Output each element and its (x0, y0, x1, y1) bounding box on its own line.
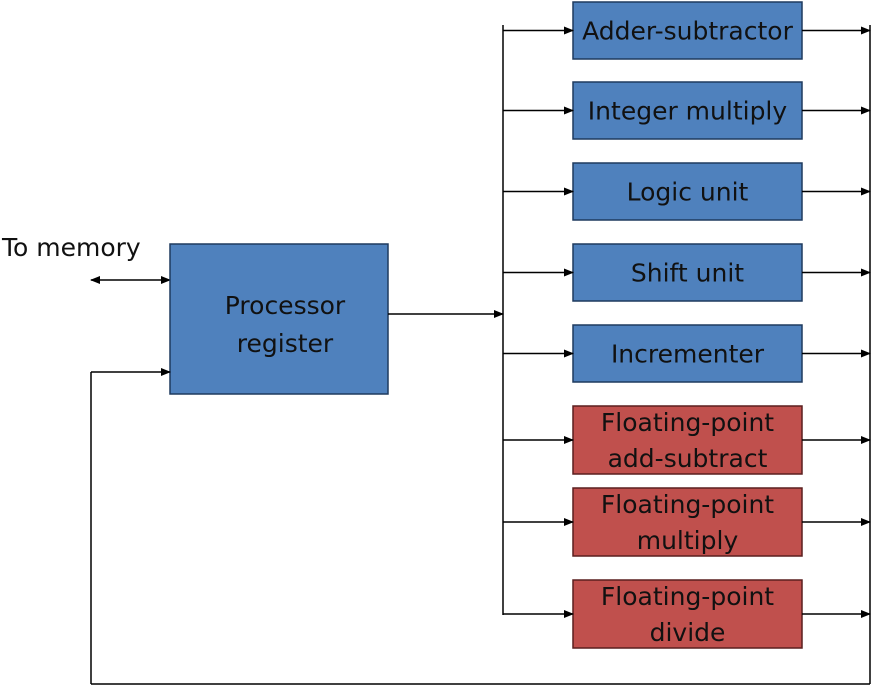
incrementer-box (572, 324, 803, 383)
shift-unit-label-line1: Shift unit (631, 259, 744, 288)
floating-point-add-subtract-label-line2: add-subtract (608, 444, 768, 473)
floating-point-divide-label-line2: divide (650, 618, 726, 647)
logic-unit-box (572, 162, 803, 221)
to-memory-label: To memory (1, 233, 141, 262)
integer-multiply-label-line1: Integer multiply (588, 97, 788, 126)
incrementer-label-line1: Incrementer (611, 340, 765, 369)
floating-point-add-subtract-label-line1: Floating-point (601, 408, 774, 437)
floating-point-multiply-label-line2: multiply (637, 526, 739, 555)
floating-point-add-subtract-box (572, 405, 803, 475)
floating-point-divide-box (572, 579, 803, 649)
logic-unit-label-line1: Logic unit (627, 178, 749, 207)
processor-register-label-line1: Processor (225, 291, 346, 320)
processor-register-block: Processor register (169, 243, 389, 395)
floating-point-multiply-box (572, 487, 803, 557)
processor-register-label-line2: register (237, 329, 334, 358)
floating-point-divide-label-line1: Floating-point (601, 582, 774, 611)
adder-subtractor-label-line1: Adder-subtractor (582, 17, 793, 46)
processor-register-box (169, 243, 389, 395)
adder-subtractor-box (572, 1, 803, 60)
integer-multiply-box (572, 81, 803, 140)
floating-point-multiply-label-line1: Floating-point (601, 490, 774, 519)
